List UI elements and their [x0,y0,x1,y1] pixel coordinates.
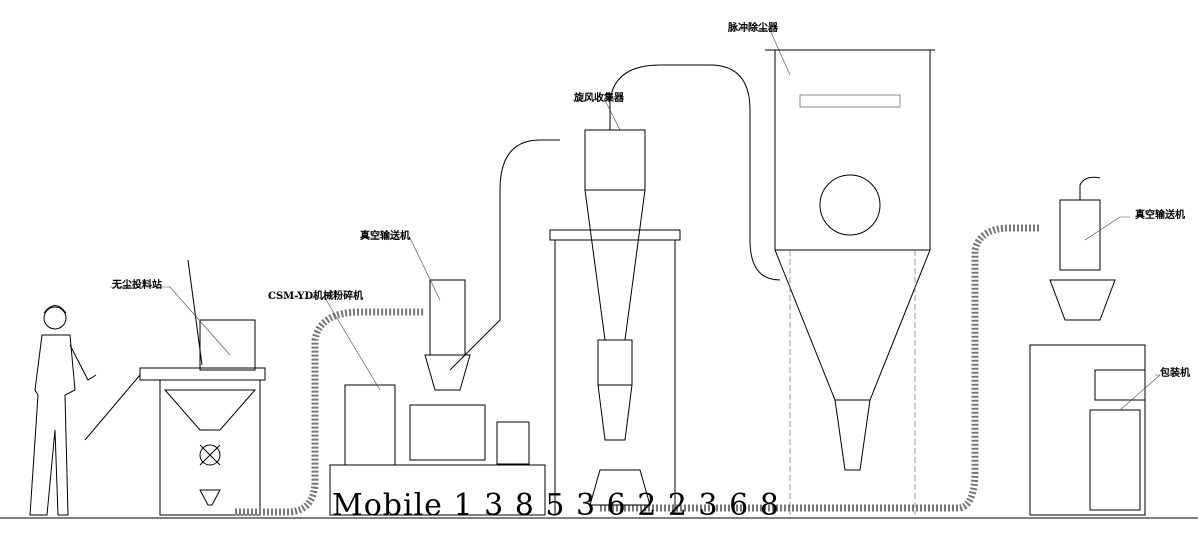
watermark-phone: Mobile 1 3 8 5 3 6 2 2 3 6 8 [332,488,780,523]
label-vacuum-conveyor-left: 真空输送机 [360,231,410,242]
packaging-machine-drawing [1029,176,1146,516]
label-vacuum-conveyor-right: 真空输送机 [1135,210,1185,221]
label-dustless-feeding-station: 无尘投料站 [112,280,162,291]
label-pulse-dust-collector: 脉冲除尘器 [728,23,778,34]
hose-to-conveyor [235,308,425,516]
worker-figure [29,305,97,516]
feeding-station-drawing [84,259,266,516]
label-packaging-machine: 包装机 [1160,368,1190,379]
label-mechanical-grinder: CSM-YD机械粉碎机 [268,291,364,302]
dust-collector-drawing [765,49,935,515]
cyclone-drawing [549,64,781,515]
leader-lines [110,29,1161,411]
grinder-drawing [329,139,560,516]
label-cyclone-collector: 旋风收集器 [574,93,624,104]
hose-to-right-conveyor [600,224,1040,512]
